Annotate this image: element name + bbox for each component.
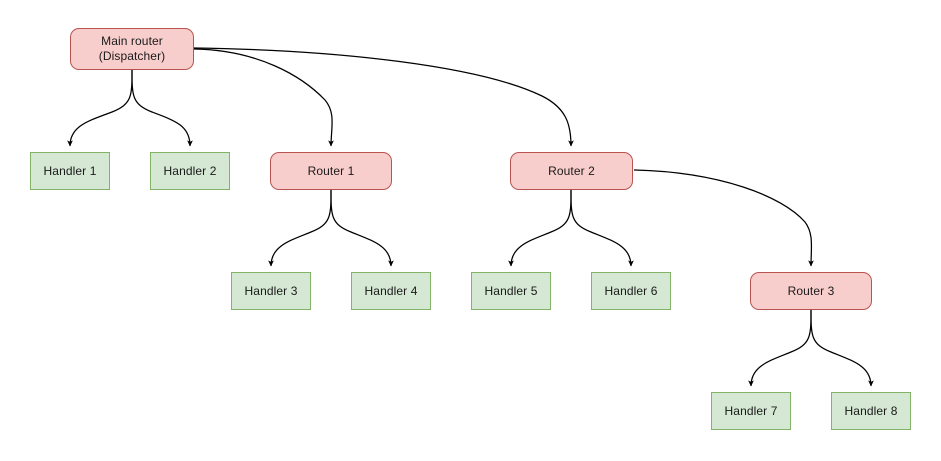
node-handler-6[interactable]: Handler 6: [591, 272, 671, 310]
node-main-router-label: Main router (Dispatcher): [98, 34, 166, 63]
edge-router-3-to-handler-8: [810, 309, 874, 387]
node-handler-7-label: Handler 7: [724, 403, 778, 418]
node-handler-2-label: Handler 2: [163, 163, 217, 178]
node-router-3-label: Router 3: [787, 283, 835, 298]
edge-router-2-to-handler-6: [570, 189, 634, 267]
edge-router-2-to-router-3: [633, 169, 814, 267]
node-handler-6-label: Handler 6: [604, 283, 658, 298]
edge-main-router-to-handler-2: [131, 69, 193, 147]
node-handler-1[interactable]: Handler 1: [30, 152, 110, 190]
node-handler-8[interactable]: Handler 8: [831, 392, 911, 430]
node-router-3[interactable]: Router 3: [750, 272, 872, 310]
node-main-router[interactable]: Main router (Dispatcher): [70, 28, 194, 70]
node-handler-3-label: Handler 3: [244, 283, 298, 298]
node-handler-7[interactable]: Handler 7: [711, 392, 791, 430]
node-router-2-label: Router 2: [548, 163, 595, 178]
node-handler-1-label: Handler 1: [43, 163, 97, 178]
edge-router-1-to-handler-4: [330, 189, 394, 267]
node-handler-5[interactable]: Handler 5: [471, 272, 551, 310]
node-router-1-label: Router 1: [307, 163, 355, 178]
node-handler-3[interactable]: Handler 3: [231, 272, 311, 310]
edge-router-1-to-handler-3: [268, 189, 332, 267]
edge-main-router-to-router-2: [193, 47, 574, 147]
edge-main-router-to-router-1: [193, 48, 334, 147]
node-handler-5-label: Handler 5: [484, 283, 538, 298]
node-handler-4[interactable]: Handler 4: [351, 272, 431, 310]
node-router-1[interactable]: Router 1: [270, 152, 392, 190]
edge-router-2-to-handler-5: [508, 189, 572, 267]
node-router-2[interactable]: Router 2: [510, 152, 633, 190]
node-handler-4-label: Handler 4: [364, 283, 418, 298]
node-handler-8-label: Handler 8: [844, 403, 898, 418]
edge-main-router-to-handler-1: [67, 69, 133, 147]
node-handler-2[interactable]: Handler 2: [150, 152, 230, 190]
edge-router-3-to-handler-7: [748, 309, 812, 387]
